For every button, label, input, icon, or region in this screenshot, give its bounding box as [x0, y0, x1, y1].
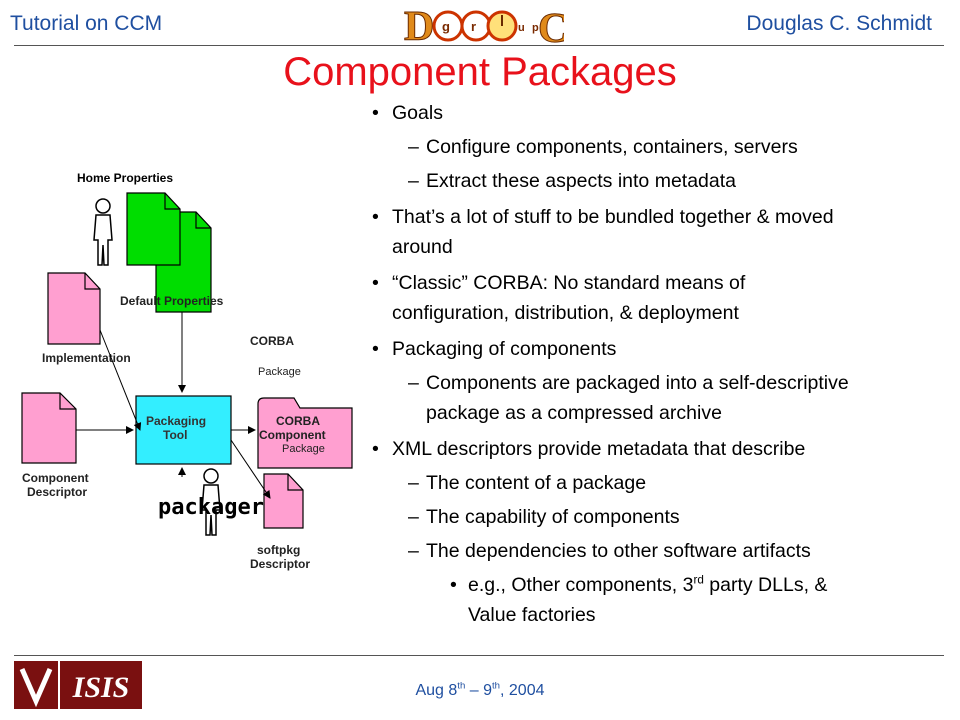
packager-label: packager — [158, 495, 264, 520]
doc-group-logo: D g r u p C — [404, 4, 564, 46]
bullet-continuation: Value factories — [468, 604, 596, 626]
logo-letter-g: g — [442, 19, 450, 34]
bullet-item: –Configure components, containers, serve… — [372, 132, 952, 162]
bullet-item: –The content of a package — [372, 468, 952, 498]
vanderbilt-v-icon — [19, 667, 53, 708]
logo-letter-p: p — [532, 22, 539, 34]
softpkg-descriptor-document-icon — [263, 473, 304, 529]
bullet-text: Components are packaged into a self-desc… — [426, 372, 849, 394]
home-properties-person-icon — [93, 198, 113, 266]
ordinal-superscript: rd — [693, 573, 704, 587]
bullet-item: –The dependencies to other software arti… — [372, 536, 952, 566]
bullet-continuation: around — [392, 236, 453, 258]
footer-rule — [14, 655, 944, 656]
date-text: Aug 8 — [415, 682, 458, 699]
corba-component-label: CORBA — [276, 414, 320, 428]
footer-date: Aug 8th – 9th, 2004 — [0, 680, 960, 700]
softpkg-label: softpkg — [257, 543, 300, 557]
arrow-implementation-to-tool — [99, 329, 142, 431]
dash-marker: – — [408, 170, 419, 192]
document-fold — [287, 474, 303, 491]
document-fold — [59, 393, 76, 410]
bullet-text: e.g., Other components, 3 — [468, 574, 694, 596]
bullet-continuation: configuration, distribution, & deploymen… — [392, 302, 739, 324]
ordinal-superscript: th — [492, 680, 501, 692]
corba-component-package-icon — [257, 397, 353, 469]
packaging-tool-label: Tool — [163, 428, 187, 442]
component-descriptor-label: Component — [22, 471, 89, 485]
bullet-item: Goals — [372, 98, 952, 128]
default-properties-label: Default Properties — [120, 294, 224, 308]
logo-letter-c: C — [538, 6, 564, 46]
document-fold — [164, 193, 180, 210]
logo-letter-d: D — [404, 4, 434, 46]
packager-person-icon — [201, 468, 221, 536]
bullet-item: Packaging of components — [372, 334, 952, 364]
bullet-text: The dependencies to other software artif… — [426, 540, 811, 562]
date-text: , 2004 — [500, 682, 545, 699]
footer-logo: ISIS — [14, 661, 142, 709]
dash-marker: – — [408, 472, 419, 494]
dash-marker: – — [408, 136, 419, 158]
bullet-text: “Classic” CORBA: No standard means of — [392, 272, 746, 294]
logo-letter-u: u — [518, 22, 525, 34]
arrow-tool-to-softpkg — [230, 439, 271, 499]
header-author: Douglas C. Schmidt — [746, 12, 932, 35]
bullet-item: –Components are packaged into a self-des… — [372, 368, 952, 428]
bullet-item: “Classic” CORBA: No standard means of con… — [372, 268, 952, 328]
bullet-text: Configure components, containers, server… — [426, 136, 798, 158]
bullet-item: e.g., Other components, 3rd party DLLs, … — [372, 570, 952, 630]
document-fold — [84, 273, 100, 290]
softpkg-label: Descriptor — [250, 557, 310, 571]
bullet-text: The content of a package — [426, 472, 647, 494]
bullet-text: That’s a lot of stuff to be bundled toge… — [392, 206, 834, 228]
packaging-diagram: Home Properties Default Properties Imple… — [21, 171, 353, 571]
bullet-item: –The capability of components — [372, 502, 952, 532]
home-properties-label: Home Properties — [77, 171, 173, 185]
header-left-title: Tutorial on CCM — [10, 12, 163, 35]
bullet-item: XML descriptors provide metadata that de… — [372, 434, 952, 464]
packaging-tool-label: Packaging — [146, 414, 206, 428]
isis-logo-block — [60, 661, 142, 709]
isis-logo-text: ISIS — [72, 671, 130, 704]
bullet-text: party DLLs, & — [703, 574, 828, 596]
implementation-document-icon — [47, 272, 101, 345]
home-properties-document-icon — [126, 192, 181, 266]
bullet-continuation: package as a compressed archive — [426, 402, 722, 424]
ordinal-superscript: th — [457, 680, 466, 692]
dash-marker: – — [408, 506, 419, 528]
package-label: Package — [258, 366, 301, 378]
bullet-list: Goals –Configure components, containers,… — [372, 98, 952, 630]
bullet-text: Extract these aspects into metadata — [426, 170, 737, 192]
corba-component-label: Component — [259, 428, 326, 442]
component-descriptor-document-icon — [21, 392, 77, 464]
logo-letter-r: r — [471, 19, 476, 34]
bullet-item: That’s a lot of stuff to be bundled toge… — [372, 202, 952, 262]
bullet-text: The capability of components — [426, 506, 680, 528]
corba-label: CORBA — [250, 334, 294, 348]
dash-marker: – — [408, 372, 419, 394]
bullet-text: XML descriptors provide metadata that de… — [392, 438, 806, 460]
bullet-text: Packaging of components — [392, 338, 617, 360]
component-descriptor-label: Descriptor — [27, 485, 87, 499]
bullet-text: Goals — [392, 102, 443, 124]
implementation-label: Implementation — [42, 351, 131, 365]
bullet-item: –Extract these aspects into metadata — [372, 166, 952, 196]
corba-component-package-label: Package — [282, 443, 325, 455]
header-rule — [14, 45, 944, 46]
slide-title: Component Packages — [283, 50, 677, 94]
document-fold — [195, 212, 211, 229]
date-text: – 9 — [465, 682, 492, 699]
dash-marker: – — [408, 540, 419, 562]
